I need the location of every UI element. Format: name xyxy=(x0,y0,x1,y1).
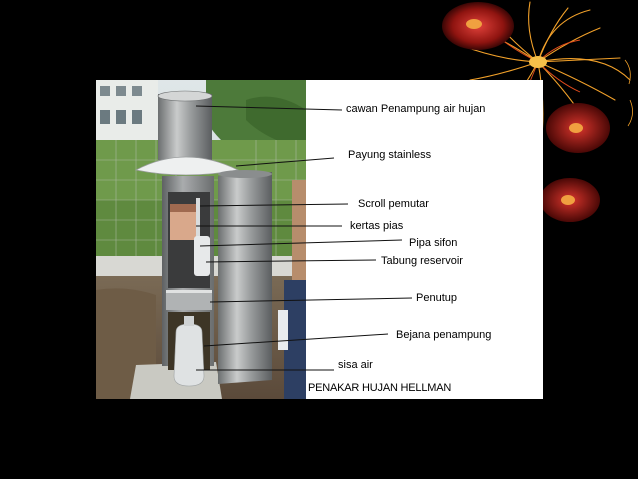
label-payung-stainless: Payung stainless xyxy=(348,149,432,161)
firework-center xyxy=(529,56,547,68)
rain-gauge-photo xyxy=(96,80,306,399)
label-scroll-pemutar: Scroll pemutar xyxy=(358,198,429,210)
rain-gauge-figure: cawan Penampung air hujan Payung stainle… xyxy=(96,80,543,399)
label-bejana-penampung: Bejana penampung xyxy=(396,329,492,341)
label-cawan-penampung: cawan Penampung air hujan xyxy=(346,103,486,115)
figure-caption: PENAKAR HUJAN HELLMAN xyxy=(308,382,452,394)
label-kertas-pias: kertas pias xyxy=(350,220,404,232)
decorative-flowers xyxy=(442,1,633,222)
label-sisa-air: sisa air xyxy=(338,359,373,371)
label-tabung-reservoir: Tabung reservoir xyxy=(381,255,463,267)
label-pipa-sifon: Pipa sifon xyxy=(409,237,458,249)
label-penutup: Penutup xyxy=(416,292,457,304)
